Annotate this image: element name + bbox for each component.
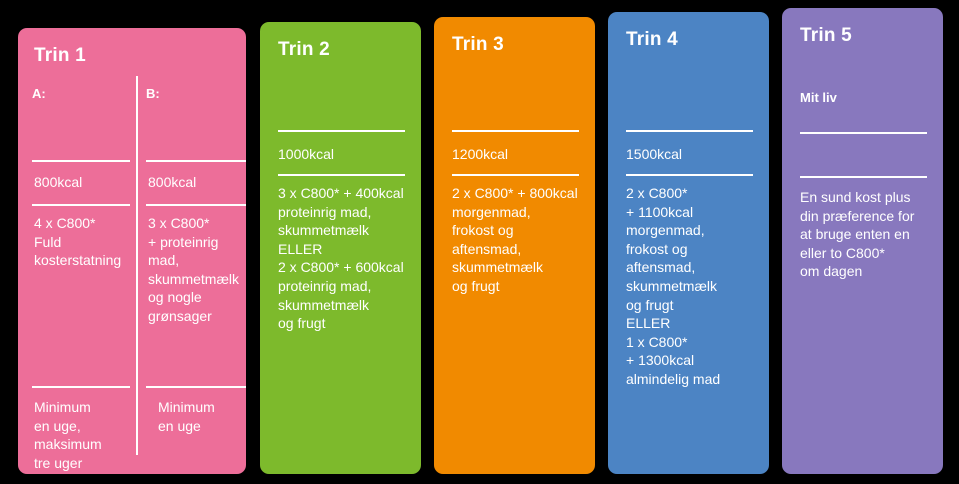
kcal-a: 800kcal xyxy=(34,174,83,190)
kcal-value: 1000kcal xyxy=(278,146,335,162)
kcal-value: 1200kcal xyxy=(452,146,509,162)
column-b-header: B: xyxy=(146,86,160,101)
divider-a-top xyxy=(32,160,130,162)
card-1-columns: A: B: 800kcal 800kcal 4 x C800* Fuld kos… xyxy=(18,28,246,474)
divider-a-bottom xyxy=(32,386,130,388)
card-trin-3: Trin 3 1200kcal 2 x C800* + 800kcal morg… xyxy=(434,17,595,474)
card-body: 2 x C800* + 1100kcal morgenmad, frokost … xyxy=(626,185,721,388)
divider-bottom xyxy=(800,176,927,178)
column-a-header: A: xyxy=(32,86,46,101)
body-b: 3 x C800* + proteinrig mad, skummetmælk … xyxy=(148,215,240,325)
card-title-trin-4: Trin 4 xyxy=(626,29,678,50)
divider-bottom xyxy=(452,174,579,176)
card-title-trin-1: Trin 1 xyxy=(34,45,86,66)
card-body: En sund kost plus din præference for at … xyxy=(800,189,915,280)
divider-top xyxy=(626,130,753,132)
divider-b-mid xyxy=(146,204,246,206)
card-title-trin-2: Trin 2 xyxy=(278,39,330,60)
kcal-value: 1500kcal xyxy=(626,146,683,162)
divider-top xyxy=(452,130,579,132)
card-title-trin-5: Trin 5 xyxy=(800,25,852,46)
card-subhead: Mit liv xyxy=(800,90,837,105)
card-trin-5: Trin 5 Mit liv En sund kost plus din præ… xyxy=(782,8,943,474)
divider-top xyxy=(800,132,927,134)
card-title-trin-3: Trin 3 xyxy=(452,34,504,55)
divider-a-mid xyxy=(32,204,130,206)
body-a: 4 x C800* Fuld kosterstatning xyxy=(34,215,122,269)
duration-b: Minimum en uge xyxy=(158,399,215,434)
kcal-b: 800kcal xyxy=(148,174,197,190)
card-body: 3 x C800* + 400kcal proteinrig mad, skum… xyxy=(278,185,404,332)
duration-a: Minimum en uge, maksimum tre uger xyxy=(34,399,102,471)
divider-bottom xyxy=(278,174,405,176)
card-trin-1: Trin 1 A: B: 800kcal 800kcal 4 x C800* F… xyxy=(18,28,246,474)
divider-top xyxy=(278,130,405,132)
card-body: 2 x C800* + 800kcal morgenmad, frokost o… xyxy=(452,185,578,295)
column-divider xyxy=(136,76,138,455)
divider-bottom xyxy=(626,174,753,176)
divider-b-top xyxy=(146,160,246,162)
card-trin-4: Trin 4 1500kcal 2 x C800* + 1100kcal mor… xyxy=(608,12,769,474)
card-trin-2: Trin 2 1000kcal 3 x C800* + 400kcal prot… xyxy=(260,22,421,474)
divider-b-bottom xyxy=(146,386,246,388)
